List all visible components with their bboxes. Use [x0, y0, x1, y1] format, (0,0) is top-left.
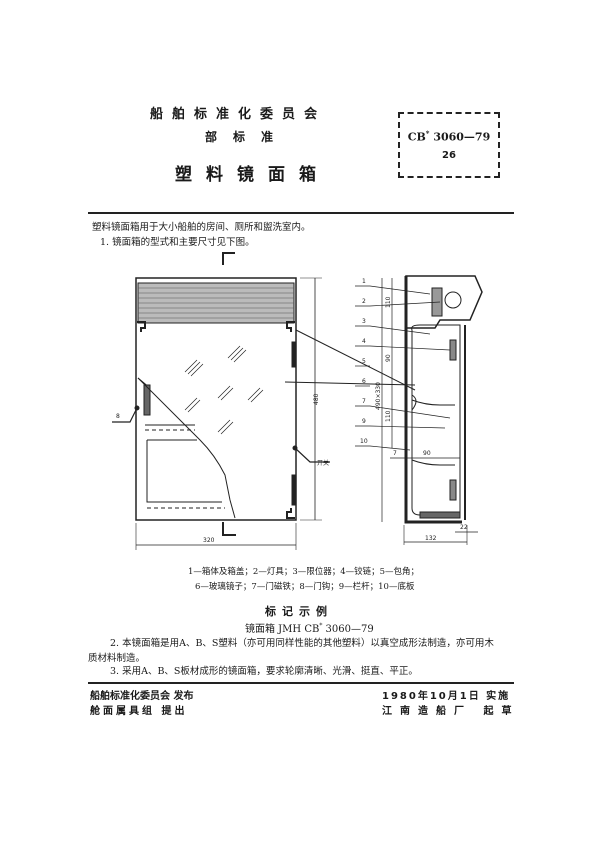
switch-label: 开关: [317, 459, 329, 467]
dim-90-horiz: 90: [423, 450, 431, 457]
callout-6: 6: [362, 378, 366, 385]
code-sup: *: [425, 129, 430, 139]
callout-10: 10: [360, 438, 368, 445]
standard-code: CB* 3060—79: [408, 129, 491, 144]
marking-suffix: 3060—79: [322, 624, 374, 635]
mirror-cabinet-drawing: 8 开关 320 480 1 2 3 4 5 6 7 9 10 110 90 1…: [112, 252, 483, 550]
dim-90-vert: 90: [385, 354, 392, 362]
standard-type: 部标准: [205, 130, 290, 144]
callout-8: 8: [116, 413, 120, 420]
clause-2-line-1: 2. 本镜面箱是用A、B、S塑料（亦可用同样性能的其他塑料）以真空成形法制造，亦…: [110, 638, 494, 649]
height-dim: 480: [313, 393, 320, 405]
marking-example: 镜面箱 JMH CB* 3060—79: [245, 620, 374, 635]
callout-4: 4: [362, 338, 366, 345]
footer-effective-date: 1980年10月1日 实施: [382, 691, 511, 702]
width-dim: 320: [203, 537, 215, 544]
intro-line-2: 1. 镜面箱的型式和主要尺寸见下图。: [100, 237, 255, 248]
document-title: 塑料镜面箱: [175, 165, 330, 185]
clause-3: 3. 采用A、B、S板材成形的镜面箱，要求轮廓清晰、光滑、挺直、平正。: [110, 666, 418, 677]
footer-divider: [88, 682, 514, 684]
dim-110-top: 110: [385, 296, 392, 308]
dim-110-mid: 110: [385, 410, 392, 422]
callout-9: 9: [362, 418, 366, 425]
footer-issuer: 船舶标准化委员会 发布: [90, 691, 194, 702]
callout-2: 2: [362, 298, 366, 305]
marking-sup: *: [319, 622, 323, 630]
intro-line-1: 塑料镜面箱用于大小船舶的房间、厕所和盥洗室内。: [92, 222, 311, 233]
dim-7: 7: [393, 450, 397, 457]
figure-legend-line-2: 6—玻璃镜子；7—门磁铁；8—门钩；9—栏杆；10—底板: [195, 582, 415, 592]
code-number: 3060—79: [433, 130, 491, 144]
figure-legend-line-1: 1—箱体及箱盖；2—灯具；3—限位器；4—铰链；5—包角；: [188, 567, 420, 577]
clause-2-line-2: 质材料制造。: [88, 653, 146, 664]
standard-code-box: CB* 3060—79 26: [398, 112, 500, 178]
callout-5: 5: [362, 358, 366, 365]
code-prefix: CB: [407, 130, 426, 144]
page-number: 26: [442, 149, 456, 161]
marking-example-title: 标记示例: [265, 605, 333, 618]
footer-proposer: 舱面属具组 提出: [90, 706, 188, 717]
footer-drafter: 江南造船厂 起草: [382, 706, 520, 717]
issuing-organization: 船舶标准化委员会: [150, 107, 327, 122]
callout-3: 3: [362, 318, 366, 325]
dim-overall: 490×330: [375, 382, 382, 410]
dim-132: 132: [425, 535, 437, 542]
header-divider: [88, 212, 514, 214]
marking-prefix: 镜面箱 JMH CB: [245, 624, 320, 635]
dim-22: 22: [460, 524, 468, 531]
callout-1: 1: [362, 278, 366, 285]
callout-7: 7: [362, 398, 366, 405]
